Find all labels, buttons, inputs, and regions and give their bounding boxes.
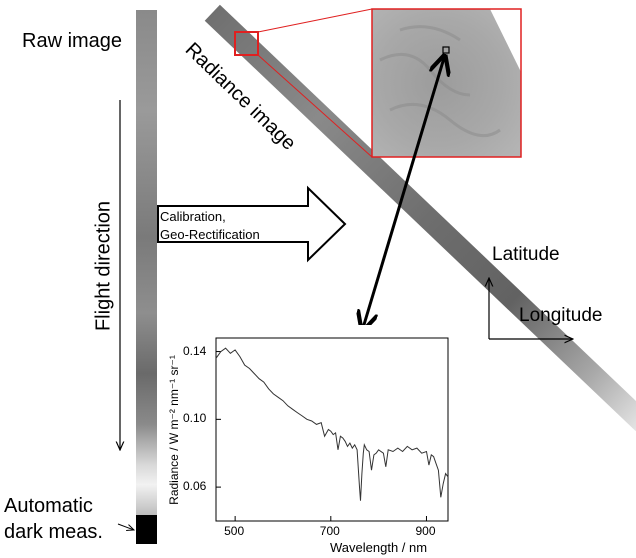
calibration-label: Calibration, Geo-Rectification bbox=[160, 208, 260, 244]
latitude-label: Latitude bbox=[492, 244, 560, 265]
chart-x-axis-label: Wavelength / nm bbox=[330, 540, 428, 555]
highlight-box bbox=[234, 31, 259, 56]
dark-meas-arrow bbox=[117, 523, 134, 530]
zoom-line-bottom bbox=[257, 54, 373, 158]
zoom-line-top bbox=[257, 8, 373, 33]
automatic-dark-label: Automatic dark meas. bbox=[4, 493, 103, 545]
raw-image-strip bbox=[136, 10, 157, 515]
processing-arrow bbox=[157, 185, 347, 263]
x-tick-label: 500 bbox=[224, 524, 245, 538]
y-tick-label: 0.10 bbox=[183, 411, 207, 426]
calibration-label-line1: Calibration, bbox=[160, 209, 226, 224]
spectrum-series-line bbox=[215, 347, 449, 501]
pixel-spectrum-arrow bbox=[363, 58, 444, 328]
longitude-label: Longitude bbox=[519, 305, 603, 326]
zoom-strip-edge bbox=[490, 9, 521, 72]
x-tick-label: 900 bbox=[415, 524, 436, 538]
dark-measurement-block bbox=[136, 515, 157, 544]
x-tick-label: 700 bbox=[319, 524, 340, 538]
raw-image-label: Raw image bbox=[22, 30, 123, 52]
calibration-label-line2: Geo-Rectification bbox=[160, 227, 260, 242]
automatic-dark-label-line1: Automatic bbox=[4, 495, 93, 517]
chart-ticks bbox=[216, 351, 427, 521]
chart-y-axis-label: Radiance / W m⁻² nm⁻¹ sr⁻¹ bbox=[167, 355, 181, 505]
automatic-dark-label-line2: dark meas. bbox=[4, 521, 103, 543]
chart-plot-frame bbox=[215, 337, 449, 522]
flight-direction-label: Flight direction bbox=[92, 200, 115, 332]
y-tick-label: 0.14 bbox=[183, 343, 207, 358]
y-tick-label: 0.06 bbox=[183, 479, 207, 494]
